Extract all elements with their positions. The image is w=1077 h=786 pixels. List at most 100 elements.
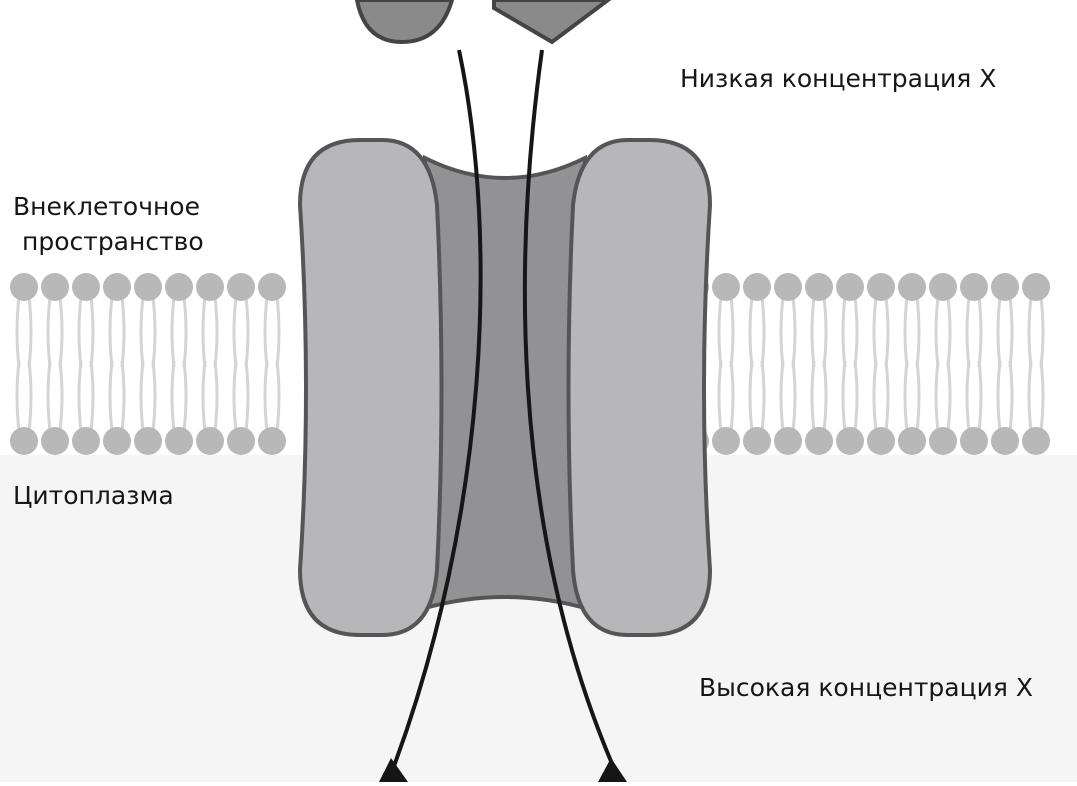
phospholipid-tail bbox=[79, 297, 81, 367]
phospholipid-head bbox=[743, 273, 771, 301]
phospholipid-tail bbox=[750, 361, 752, 431]
phospholipid-tail bbox=[1010, 361, 1012, 431]
phospholipid-tail bbox=[215, 297, 217, 367]
molecules-x bbox=[357, 0, 608, 42]
phospholipid-head bbox=[10, 427, 38, 455]
phospholipid-tail bbox=[812, 297, 814, 367]
phospholipid-tail bbox=[998, 361, 1000, 431]
phospholipid-head bbox=[836, 427, 864, 455]
phospholipid-tail bbox=[48, 297, 50, 367]
phospholipid-tail bbox=[917, 297, 919, 367]
phospholipid-head bbox=[72, 427, 100, 455]
phospholipid-tail bbox=[184, 297, 186, 367]
phospholipid-head bbox=[103, 273, 131, 301]
phospholipid-tail bbox=[843, 297, 845, 367]
label-extracellular-line2: пространство bbox=[22, 225, 204, 259]
phospholipid-tail bbox=[277, 361, 279, 431]
phospholipid-head bbox=[867, 273, 895, 301]
phospholipid-tail bbox=[750, 297, 752, 367]
phospholipid-tail bbox=[234, 361, 236, 431]
phospholipid-tail bbox=[793, 361, 795, 431]
phospholipid-head bbox=[743, 427, 771, 455]
phospholipid-head bbox=[774, 273, 802, 301]
phospholipid-head bbox=[258, 427, 286, 455]
phospholipid-tail bbox=[110, 361, 112, 431]
label-extracellular-line1: Внеклеточное bbox=[13, 190, 200, 224]
phospholipid-tail bbox=[60, 361, 62, 431]
phospholipid-head bbox=[196, 273, 224, 301]
phospholipid-tail bbox=[29, 361, 31, 431]
phospholipid-head bbox=[991, 273, 1019, 301]
phospholipid-tail bbox=[203, 297, 205, 367]
phospholipid-tail bbox=[781, 297, 783, 367]
channel-pore bbox=[425, 158, 585, 608]
phospholipid-head bbox=[836, 273, 864, 301]
phospholipid-tail bbox=[60, 297, 62, 367]
phospholipid-tail bbox=[855, 297, 857, 367]
phospholipid-tail bbox=[48, 361, 50, 431]
molecule-round bbox=[357, 0, 452, 42]
phospholipid-tail bbox=[141, 297, 143, 367]
phospholipid-head bbox=[72, 273, 100, 301]
phospholipid-tail bbox=[719, 361, 721, 431]
phospholipid-head bbox=[103, 427, 131, 455]
phospholipid-tail bbox=[874, 361, 876, 431]
phospholipid-tail bbox=[731, 361, 733, 431]
phospholipid-head bbox=[960, 427, 988, 455]
phospholipid-head bbox=[929, 427, 957, 455]
phospholipid-tail bbox=[905, 361, 907, 431]
phospholipid-head bbox=[1022, 273, 1050, 301]
phospholipid-tail bbox=[812, 361, 814, 431]
phospholipid-tail bbox=[184, 361, 186, 431]
phospholipid-tail bbox=[91, 297, 93, 367]
phospholipid-tail bbox=[1041, 297, 1043, 367]
phospholipid-tail bbox=[110, 297, 112, 367]
phospholipid-tail bbox=[917, 361, 919, 431]
phospholipid-tail bbox=[824, 297, 826, 367]
phospholipid-tail bbox=[215, 361, 217, 431]
phospholipid-tail bbox=[998, 297, 1000, 367]
phospholipid-tail bbox=[203, 361, 205, 431]
phospholipid-tail bbox=[967, 297, 969, 367]
phospholipid-tail bbox=[948, 361, 950, 431]
phospholipid-head bbox=[960, 273, 988, 301]
phospholipid-tail bbox=[874, 297, 876, 367]
phospholipid-tail bbox=[141, 361, 143, 431]
phospholipid-head bbox=[712, 273, 740, 301]
phospholipid-head bbox=[898, 273, 926, 301]
phospholipid-tail bbox=[731, 297, 733, 367]
phospholipid-tail bbox=[762, 297, 764, 367]
phospholipid-head bbox=[805, 427, 833, 455]
phospholipid-head bbox=[134, 273, 162, 301]
protein-subunit-left bbox=[300, 140, 442, 635]
phospholipid-tail bbox=[246, 297, 248, 367]
phospholipid-tail bbox=[886, 361, 888, 431]
phospholipid-tail bbox=[122, 361, 124, 431]
molecule-diamond bbox=[494, 0, 608, 42]
phospholipid-tail bbox=[979, 361, 981, 431]
phospholipid-tail bbox=[17, 361, 19, 431]
phospholipid-tail bbox=[967, 361, 969, 431]
phospholipid-tail bbox=[265, 361, 267, 431]
phospholipid-tail bbox=[905, 297, 907, 367]
phospholipid-tail bbox=[979, 297, 981, 367]
phospholipid-head bbox=[165, 273, 193, 301]
phospholipid-head bbox=[774, 427, 802, 455]
phospholipid-tail bbox=[719, 297, 721, 367]
phospholipid-head bbox=[227, 427, 255, 455]
channel-protein bbox=[300, 140, 710, 635]
phospholipid-tail bbox=[29, 297, 31, 367]
phospholipid-head bbox=[805, 273, 833, 301]
phospholipid-tail bbox=[17, 297, 19, 367]
phospholipid-tail bbox=[122, 297, 124, 367]
phospholipid-tail bbox=[172, 361, 174, 431]
label-low-concentration: Низкая концентрация X bbox=[680, 62, 996, 96]
protein-subunit-right bbox=[569, 140, 711, 635]
phospholipid-tail bbox=[936, 297, 938, 367]
phospholipid-head bbox=[1022, 427, 1050, 455]
phospholipid-head bbox=[898, 427, 926, 455]
phospholipid-tail bbox=[172, 297, 174, 367]
phospholipid-head bbox=[929, 273, 957, 301]
